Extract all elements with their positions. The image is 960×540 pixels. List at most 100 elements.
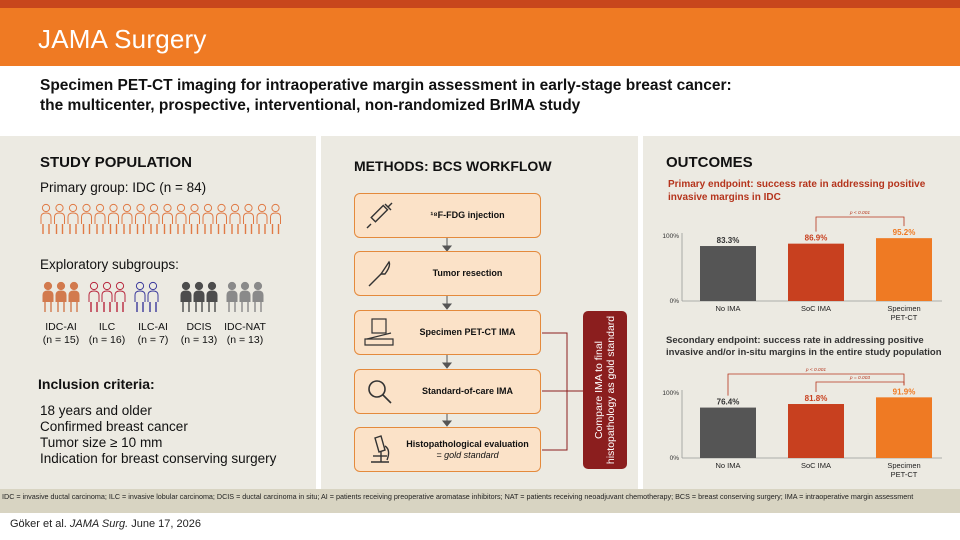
bar-value-label: 81.8% bbox=[805, 394, 828, 403]
study-population-heading: STUDY POPULATION bbox=[40, 154, 192, 171]
y-tick-label: 0% bbox=[670, 455, 680, 462]
subgroup-people-icons bbox=[180, 281, 218, 312]
bar-value-label: 83.3% bbox=[717, 236, 740, 245]
x-tick-label: SoC IMA bbox=[801, 304, 831, 313]
subgroup-count: (n = 15) bbox=[42, 334, 80, 346]
journal-header: JAMA Surgery bbox=[0, 8, 960, 66]
title-line-1: Specimen PET-CT imaging for intraoperati… bbox=[40, 77, 732, 94]
primary-group-people-icons bbox=[40, 203, 281, 234]
criterion-item: 18 years and older bbox=[40, 403, 152, 418]
person-icon bbox=[270, 203, 281, 234]
methods-heading: METHODS: BCS WORKFLOW bbox=[354, 158, 552, 174]
x-tick-label: No IMA bbox=[715, 461, 740, 470]
bar bbox=[788, 404, 844, 458]
subgroup-people-icons bbox=[88, 281, 126, 312]
x-tick-label: PET-CT bbox=[891, 313, 918, 322]
subgroup-name: DCIS bbox=[186, 321, 212, 333]
exploratory-subgroups-label: Exploratory subgroups: bbox=[40, 257, 179, 272]
inclusion-criteria-heading: Inclusion criteria: bbox=[38, 376, 155, 392]
person-icon bbox=[42, 281, 54, 312]
person-icon bbox=[226, 281, 238, 312]
person-icon bbox=[121, 203, 133, 234]
subgroup-count: (n = 16) bbox=[88, 334, 126, 346]
p-value-label: p < 0.001 bbox=[805, 367, 826, 373]
person-icon bbox=[40, 203, 52, 234]
person-icon bbox=[202, 203, 214, 234]
criterion-item: Tumor size ≥ 10 mm bbox=[40, 435, 163, 450]
criterion-item: Confirmed breast cancer bbox=[40, 419, 188, 434]
x-tick-label: SoC IMA bbox=[801, 461, 831, 470]
subgroup-people-icons bbox=[134, 281, 159, 312]
person-icon bbox=[256, 203, 268, 234]
citation-date: June 17, 2026 bbox=[128, 518, 201, 530]
citation: Göker et al. JAMA Surg. June 17, 2026 bbox=[10, 518, 201, 530]
flow-step-label: Specimen PET-CT IMA bbox=[419, 327, 516, 337]
person-icon bbox=[88, 281, 100, 312]
bar bbox=[876, 238, 932, 301]
study-population-panel bbox=[0, 136, 316, 489]
flow-step-tumor-resection: Tumor resection bbox=[354, 251, 541, 296]
subgroup-label: IDC-NAT(n = 13) bbox=[220, 321, 270, 347]
subgroup-people-icons bbox=[226, 281, 264, 312]
subgroup-count: (n = 13) bbox=[226, 334, 264, 346]
person-icon bbox=[189, 203, 200, 234]
x-tick-label: No IMA bbox=[715, 304, 740, 313]
primary-endpoint-label: Primary endpoint: success rate in addres… bbox=[668, 179, 926, 203]
subgroup-count: (n = 13) bbox=[180, 334, 218, 346]
subgroup-people-icons bbox=[42, 281, 80, 312]
y-tick-label: 0% bbox=[670, 298, 680, 305]
flow-step-specimen-pet-ct: Specimen PET-CT IMA bbox=[354, 310, 541, 355]
person-icon bbox=[216, 203, 227, 234]
p-value-label: p < 0.001 bbox=[849, 210, 870, 216]
gold-standard-label: = gold standard bbox=[436, 449, 499, 460]
bar-value-label: 76.4% bbox=[717, 398, 740, 407]
person-icon bbox=[175, 203, 187, 234]
compare-text: Compare IMA to final histopathology as g… bbox=[593, 315, 617, 465]
pet-ct-scanner-icon bbox=[364, 318, 394, 346]
y-tick-label: 100% bbox=[662, 233, 679, 240]
compare-to-gold-standard-box: Compare IMA to final histopathology as g… bbox=[583, 311, 627, 469]
flow-step-histopathology: Histopathological evaluation = gold stan… bbox=[354, 427, 541, 472]
outcomes-heading: OUTCOMES bbox=[666, 154, 753, 171]
person-icon bbox=[108, 203, 119, 234]
person-icon bbox=[101, 281, 113, 312]
person-icon bbox=[180, 281, 192, 312]
person-icon bbox=[94, 203, 106, 234]
bar bbox=[788, 243, 844, 301]
abbreviations-footnote: IDC = invasive ductal carcinoma; ILC = i… bbox=[0, 489, 960, 513]
significance-bracket bbox=[815, 216, 905, 232]
flow-step-label: Tumor resection bbox=[432, 268, 503, 278]
bar-value-label: 86.9% bbox=[805, 234, 828, 243]
bar bbox=[876, 397, 932, 458]
subgroup-name: IDC-AI bbox=[45, 321, 77, 333]
title-line-2: the multicenter, prospective, interventi… bbox=[40, 97, 581, 114]
header-top-strip bbox=[0, 0, 960, 8]
subgroup-label: ILC-AI(n = 7) bbox=[128, 321, 178, 347]
subgroup-count: (n = 7) bbox=[137, 334, 169, 346]
y-tick-label: 100% bbox=[662, 390, 679, 397]
secondary-endpoint-label: Secondary endpoint: success rate in addr… bbox=[666, 335, 942, 358]
flow-step-label: ¹⁸F-FDG injection bbox=[430, 210, 505, 220]
flow-step-label: Standard-of-care IMA bbox=[421, 386, 513, 396]
page-title: Specimen PET-CT imaging for intraoperati… bbox=[40, 76, 940, 116]
syringe-icon bbox=[366, 202, 393, 229]
journal-brand: JAMA Surgery bbox=[38, 24, 207, 54]
significance-bracket bbox=[727, 373, 905, 396]
person-icon bbox=[135, 203, 146, 234]
flow-step-label: Histopathological evaluation = gold stan… bbox=[399, 428, 536, 471]
bar-value-label: 91.9% bbox=[893, 387, 916, 396]
bar bbox=[700, 246, 756, 301]
person-icon bbox=[68, 281, 80, 312]
person-icon bbox=[252, 281, 264, 312]
person-icon bbox=[162, 203, 173, 234]
person-icon bbox=[114, 281, 126, 312]
scalpel-icon bbox=[368, 260, 391, 287]
person-icon bbox=[54, 203, 65, 234]
subgroup-label: ILC(n = 16) bbox=[82, 321, 132, 347]
subgroup-label: IDC-AI(n = 15) bbox=[36, 321, 86, 347]
bar-value-label: 95.2% bbox=[893, 228, 916, 237]
